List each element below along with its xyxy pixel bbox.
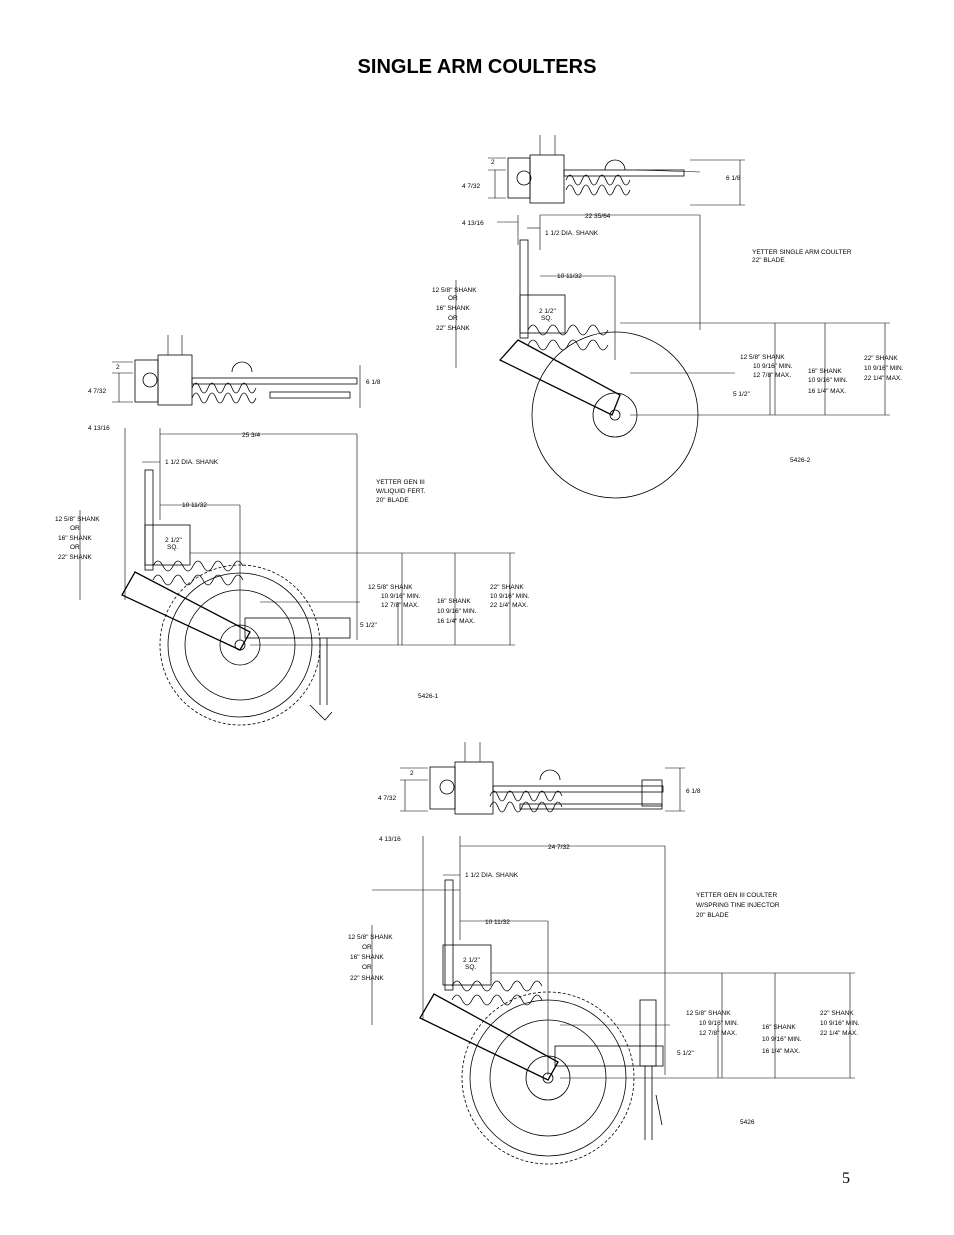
caption-line-3: 20" BLADE (696, 912, 729, 919)
page-number: 5 (842, 1170, 850, 1187)
shank-option: OR (70, 544, 80, 551)
dim-2: 2 (410, 770, 414, 777)
col2-line: 16 1/4" MAX. (437, 618, 475, 625)
col2-line: 10 9/16" MIN. (762, 1036, 802, 1043)
dim-2: 2 (116, 364, 120, 371)
col2-line: 16" SHANK (762, 1024, 796, 1031)
figure-single-arm-coulter: 2 4 7/32 6 1/8 22 35/64 4 13/16 1 1/2 DI… (432, 135, 904, 499)
col3-line: 10 9/16" MIN. (490, 593, 530, 600)
col3-line: 10 9/16" MIN. (864, 365, 904, 372)
caption-line-1: YETTER SINGLE ARM COULTER (752, 249, 852, 256)
shank-option: 12 5/8" SHANK (348, 934, 393, 941)
col3-line: 22 1/4" MAX. (490, 602, 528, 609)
dim-4-7-32: 4 7/32 (462, 183, 480, 190)
drawing-number: 5426-2 (790, 457, 811, 464)
shank-option: OR (448, 315, 458, 322)
sq-label: SQ. (465, 964, 476, 971)
shank-option: 16" SHANK (436, 305, 470, 312)
col2-line: 16" SHANK (808, 368, 842, 375)
page-title: SINGLE ARM COULTERS (357, 56, 597, 78)
shank-option: 16" SHANK (350, 954, 384, 961)
col1-line: 12 7/8" MAX. (699, 1030, 737, 1037)
caption-line-1: YETTER GEN III COULTER (696, 892, 777, 899)
sq-label: 2 1/2" (165, 537, 182, 544)
col3-line: 10 9/16" MIN. (820, 1020, 860, 1027)
top-view: 2 4 7/32 6 1/8 (378, 742, 701, 815)
sq-label: 2 1/2" (539, 308, 556, 315)
dim-6-1-8: 6 1/8 (726, 175, 741, 182)
col3-line: 22" SHANK (820, 1010, 854, 1017)
col2-line: 16 1/4" MAX. (762, 1048, 800, 1055)
sq-label: 2 1/2" (463, 957, 480, 964)
col2-line: 10 9/16" MIN. (437, 608, 477, 615)
dim-4-13-16: 4 13/16 (462, 220, 484, 227)
col1-line: 12 7/8" MAX. (753, 372, 791, 379)
dim-6-1-8: 6 1/8 (686, 788, 701, 795)
sq-label: SQ. (167, 544, 178, 551)
shank-option: 12 5/8" SHANK (432, 287, 477, 294)
dim-2: 2 (491, 159, 495, 166)
shank-option: 22" SHANK (436, 325, 470, 332)
col1-line: 10 9/16" MIN. (753, 363, 793, 370)
dim-5-1-2: 5 1/2" (360, 622, 377, 629)
dim-5-1-2: 5 1/2" (733, 391, 750, 398)
shank-option: OR (362, 964, 372, 971)
dim-4-7-32: 4 7/32 (378, 795, 396, 802)
shank-option: OR (448, 295, 458, 302)
col1-line: 12 5/8" SHANK (740, 354, 785, 361)
caption-line-2: W/SPRING TINE INJECTOR (696, 902, 780, 909)
col3-line: 22 1/4" MAX. (820, 1030, 858, 1037)
shank-option: 12 5/8" SHANK (55, 516, 100, 523)
shank-option: OR (70, 525, 80, 532)
figure-gen-iii-liquid-fert: 2 4 7/32 6 1/8 25 3/4 4 13/16 1 1/2 DIA.… (55, 335, 530, 726)
col1-line: 12 7/8" MAX. (381, 602, 419, 609)
dim-overall: 22 35/64 (585, 213, 611, 220)
col3-line: 22 1/4" MAX. (864, 375, 902, 382)
col3-line: 22" SHANK (864, 355, 898, 362)
col1-line: 10 9/16" MIN. (381, 593, 421, 600)
dim-5-1-2: 5 1/2" (677, 1050, 694, 1057)
col1-line: 12 5/8" SHANK (686, 1010, 731, 1017)
shank-dia: 1 1/2 DIA. SHANK (165, 459, 219, 466)
sq-label: SQ. (541, 315, 552, 322)
figure-gen-iii-spring-tine: 2 4 7/32 6 1/8 24 7/32 4 13/16 1 1/2 DIA… (348, 742, 860, 1165)
top-view: 2 4 7/32 6 1/8 (88, 335, 381, 408)
col1-line: 12 5/8" SHANK (368, 584, 413, 591)
col2-line: 10 9/16" MIN. (808, 377, 848, 384)
shank-dia: 1 1/2 DIA. SHANK (545, 230, 599, 237)
dim-6-1-8: 6 1/8 (366, 379, 381, 386)
dim-10-11-32: 10 11/32 (182, 502, 207, 509)
dim-4-7-32: 4 7/32 (88, 388, 106, 395)
dim-4-13-16: 4 13/16 (88, 425, 110, 432)
shank-option: 16" SHANK (58, 535, 92, 542)
drawing-number: 5426 (740, 1119, 755, 1126)
shank-option: 22" SHANK (350, 975, 384, 982)
top-view: 2 4 7/32 6 1/8 (462, 135, 745, 206)
dim-10-11-32: 10 11/32 (557, 273, 582, 280)
caption-line-3: 20" BLADE (376, 497, 409, 504)
dim-overall: 25 3/4 (242, 432, 260, 439)
shank-option: OR (362, 944, 372, 951)
shank-option: 22" SHANK (58, 554, 92, 561)
drawing-number: 5426-1 (418, 693, 439, 700)
caption-line-2: W/LIQUID FERT. (376, 488, 426, 495)
col1-line: 10 9/16" MIN. (699, 1020, 739, 1027)
col2-line: 16" SHANK (437, 598, 471, 605)
dim-overall: 24 7/32 (548, 844, 570, 851)
col2-line: 16 1/4" MAX. (808, 388, 846, 395)
dim-10-11-32: 10 11/32 (485, 919, 510, 926)
caption-line-1: YETTER GEN III (376, 479, 425, 486)
caption-line-2: 22" BLADE (752, 257, 785, 264)
shank-dia: 1 1/2 DIA. SHANK (465, 872, 519, 879)
dim-4-13-16: 4 13/16 (379, 836, 401, 843)
col3-line: 22" SHANK (490, 584, 524, 591)
